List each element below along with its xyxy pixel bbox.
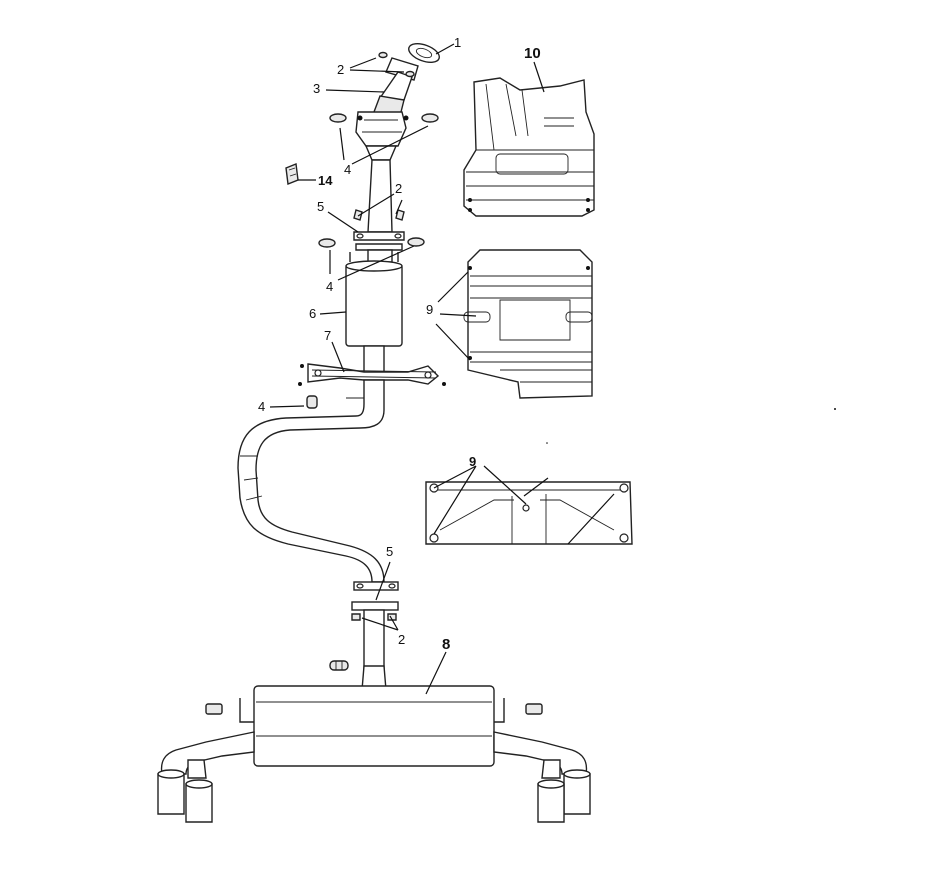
- heat-shield-part-9-lower: [425, 481, 633, 545]
- resonator-part: [345, 252, 403, 381]
- heat-shield-part-9-upper: [463, 249, 593, 399]
- callout-4-upper: 4: [344, 162, 351, 177]
- fasteners-top: [378, 51, 415, 78]
- callout-5-lower: 5: [386, 544, 393, 559]
- callout-4-lower: 4: [258, 399, 265, 414]
- callout-8: 8: [442, 636, 450, 653]
- callout-2-lower: 2: [398, 632, 405, 647]
- left-tailpipe: [157, 731, 255, 823]
- callout-3: 3: [313, 81, 320, 96]
- rear-hanger-isolator: [329, 660, 349, 671]
- catalytic-converter-part: [355, 57, 419, 161]
- callout-5-upper: 5: [317, 199, 324, 214]
- clip-part-14: [285, 163, 299, 185]
- front-pipe: [353, 159, 405, 263]
- callout-9-lower: 9: [469, 454, 476, 469]
- callout-10: 10: [524, 45, 541, 62]
- callout-14: 14: [318, 173, 333, 188]
- callout-9-upper: 9: [426, 302, 433, 317]
- lower-flange: [351, 581, 399, 691]
- callout-2-top: 2: [337, 62, 344, 77]
- callout-2-mid: 2: [395, 181, 402, 196]
- heat-shield-part-10: [463, 77, 595, 217]
- rear-muffler-part: [205, 685, 543, 767]
- callout-1: 1: [454, 35, 461, 50]
- callout-4-mid: 4: [326, 279, 333, 294]
- callout-labels: 1 2 3 4 14 2 5 4 6 7 4 10 9 9 5 2 8: [258, 35, 541, 653]
- isolators-middle: [318, 237, 425, 248]
- isolators-upper: [329, 113, 439, 123]
- right-tailpipe: [493, 731, 591, 823]
- gasket-part: [408, 43, 440, 63]
- leader-lines: [269, 43, 615, 695]
- isolator-lower: [306, 395, 370, 409]
- callout-7: 7: [324, 328, 331, 343]
- hanger-bracket-part: [298, 363, 446, 386]
- callout-6: 6: [309, 306, 316, 321]
